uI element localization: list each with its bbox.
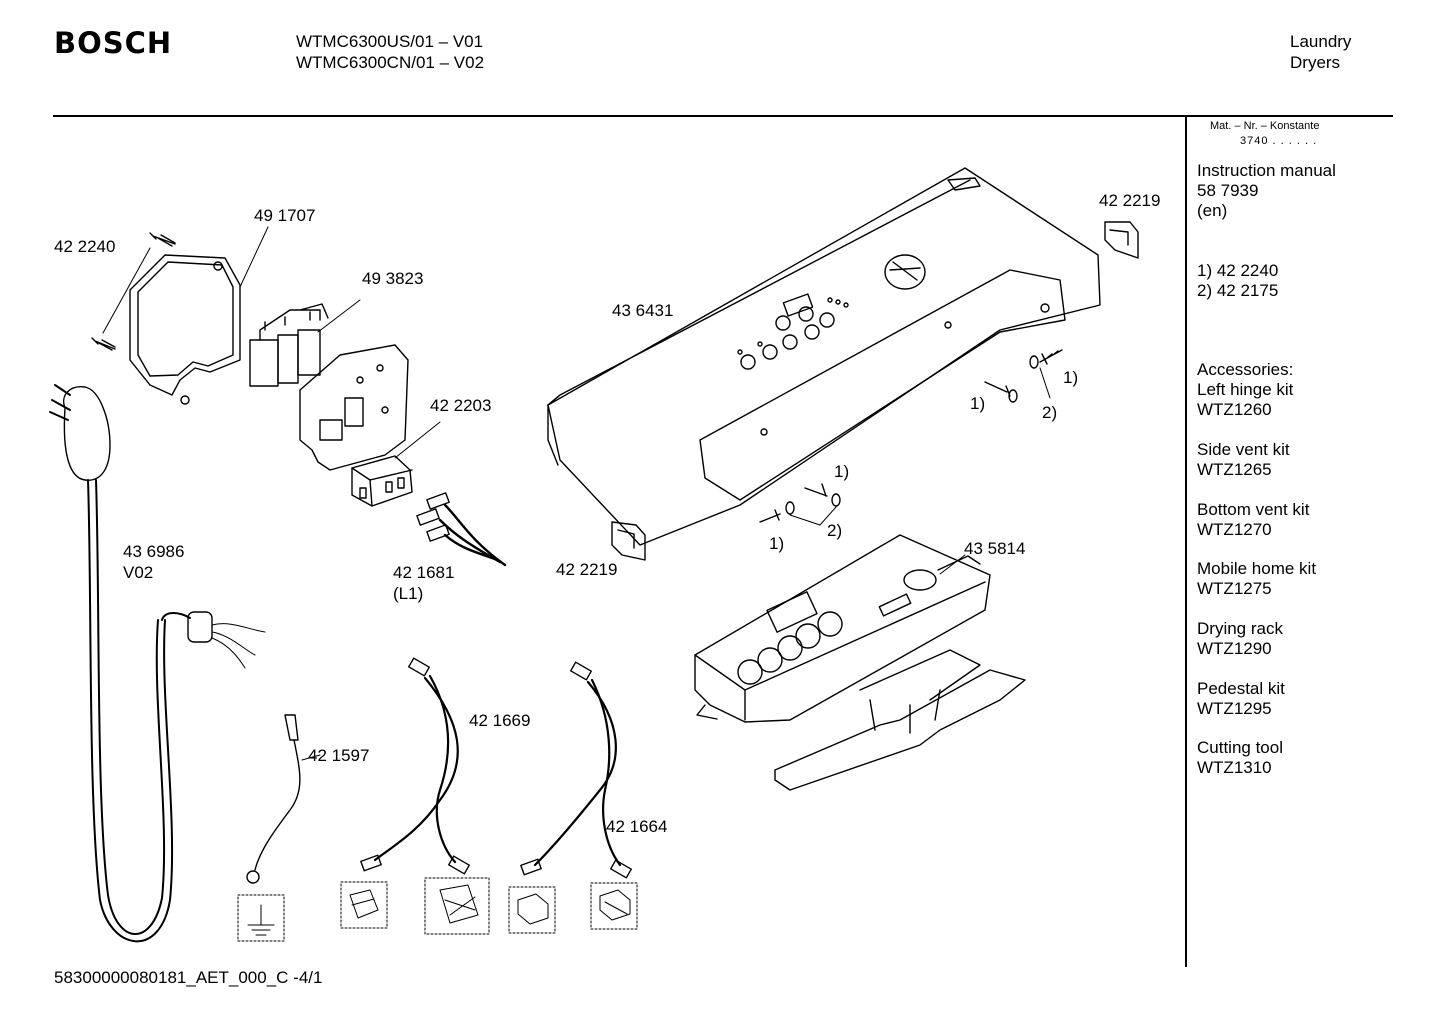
mat-value: 3740 . . . . . .	[1240, 135, 1318, 147]
accessory-code: WTZ1260	[1197, 400, 1272, 419]
model-number-2: WTMC6300CN/01 – V02	[296, 53, 485, 72]
control-panel-436431	[548, 168, 1100, 545]
accessory-code: WTZ1265	[1197, 460, 1272, 479]
footnote-1: 1) 42 2240	[1197, 261, 1279, 280]
relay-422203	[352, 422, 440, 506]
screw-washer-right	[985, 350, 1062, 402]
accessory-name: Side vent kit	[1197, 440, 1290, 459]
symbol-icons	[248, 885, 630, 935]
electronic-module-435814	[695, 535, 990, 722]
parts-diagram	[0, 0, 1185, 965]
cover-box-491707	[130, 227, 268, 404]
screw-422240-top	[150, 233, 175, 246]
manual-language: (en)	[1197, 201, 1228, 220]
wire-421664	[521, 662, 631, 878]
accessory-code: WTZ1270	[1197, 520, 1272, 539]
document-code: 58300000080181_AET_000_C -4/1	[54, 968, 323, 987]
part-label: 42 1664	[606, 817, 668, 836]
part-label: 42 2219	[1099, 191, 1161, 210]
model-number-1: WTMC6300US/01 – V01	[296, 32, 484, 51]
footnote-marker: 1)	[769, 534, 785, 553]
part-label: 42 2219	[556, 560, 618, 579]
accessory-code: WTZ1295	[1197, 699, 1272, 718]
part-label: 49 3823	[362, 269, 424, 288]
part-label: 49 1707	[254, 206, 316, 225]
footnote-marker: 1)	[1063, 368, 1079, 387]
mat-label: Mat. – Nr. – Konstante	[1210, 120, 1320, 132]
accessory-name: Mobile home kit	[1197, 559, 1317, 578]
part-label: 42 1681	[393, 563, 455, 582]
footnote-marker: 2)	[827, 521, 843, 540]
hinge-422219-bottom	[612, 522, 645, 560]
wire-harness-421681	[417, 493, 505, 565]
power-cord-436986	[50, 385, 265, 941]
part-label: 43 6431	[612, 301, 674, 320]
accessory-name: Pedestal kit	[1197, 679, 1285, 698]
accessory-name: Cutting tool	[1197, 738, 1283, 757]
module-holder	[775, 650, 1025, 790]
footnote-2: 2) 42 2175	[1197, 281, 1279, 300]
switch-493823	[250, 300, 360, 386]
symbol-boxes	[238, 878, 637, 941]
header-divider	[53, 115, 1393, 117]
hinge-422219-top	[1105, 222, 1138, 258]
accessory-code: WTZ1290	[1197, 639, 1272, 658]
manual-number: 58 7939	[1197, 181, 1259, 200]
part-label: 43 6986	[123, 542, 185, 561]
accessory-name: Left hinge kit	[1197, 380, 1294, 399]
screw-422240-bottom	[92, 338, 115, 350]
accessory-name: Bottom vent kit	[1197, 500, 1310, 519]
part-label: 42 1597	[308, 746, 370, 765]
wire-421669	[361, 658, 469, 874]
accessory-name: Drying rack	[1197, 619, 1283, 638]
bracket-plate	[300, 345, 408, 470]
accessory-code: WTZ1275	[1197, 579, 1272, 598]
part-label: 42 2240	[54, 237, 116, 256]
leader-line	[103, 248, 150, 333]
part-label: 43 5814	[964, 539, 1026, 558]
manual-title: Instruction manual	[1197, 161, 1336, 180]
category-line-1: Laundry	[1290, 32, 1352, 51]
part-label: 42 1669	[469, 711, 531, 730]
category-line-2: Dryers	[1290, 53, 1341, 72]
footnote-marker: 2)	[1042, 403, 1058, 422]
brand-logo: BOSCH	[54, 26, 173, 60]
ground-wire-421597	[247, 715, 320, 883]
part-label: 42 2203	[430, 396, 492, 415]
accessory-code: WTZ1310	[1197, 758, 1272, 777]
sidebar-divider	[1185, 115, 1187, 967]
accessories-title: Accessories:	[1197, 360, 1294, 379]
footnote-marker: 1)	[834, 462, 850, 481]
part-variant: (L1)	[393, 584, 424, 603]
part-variant: V02	[123, 563, 154, 582]
screw-washer-bottom	[760, 484, 840, 525]
footnote-marker: 1)	[970, 394, 986, 413]
